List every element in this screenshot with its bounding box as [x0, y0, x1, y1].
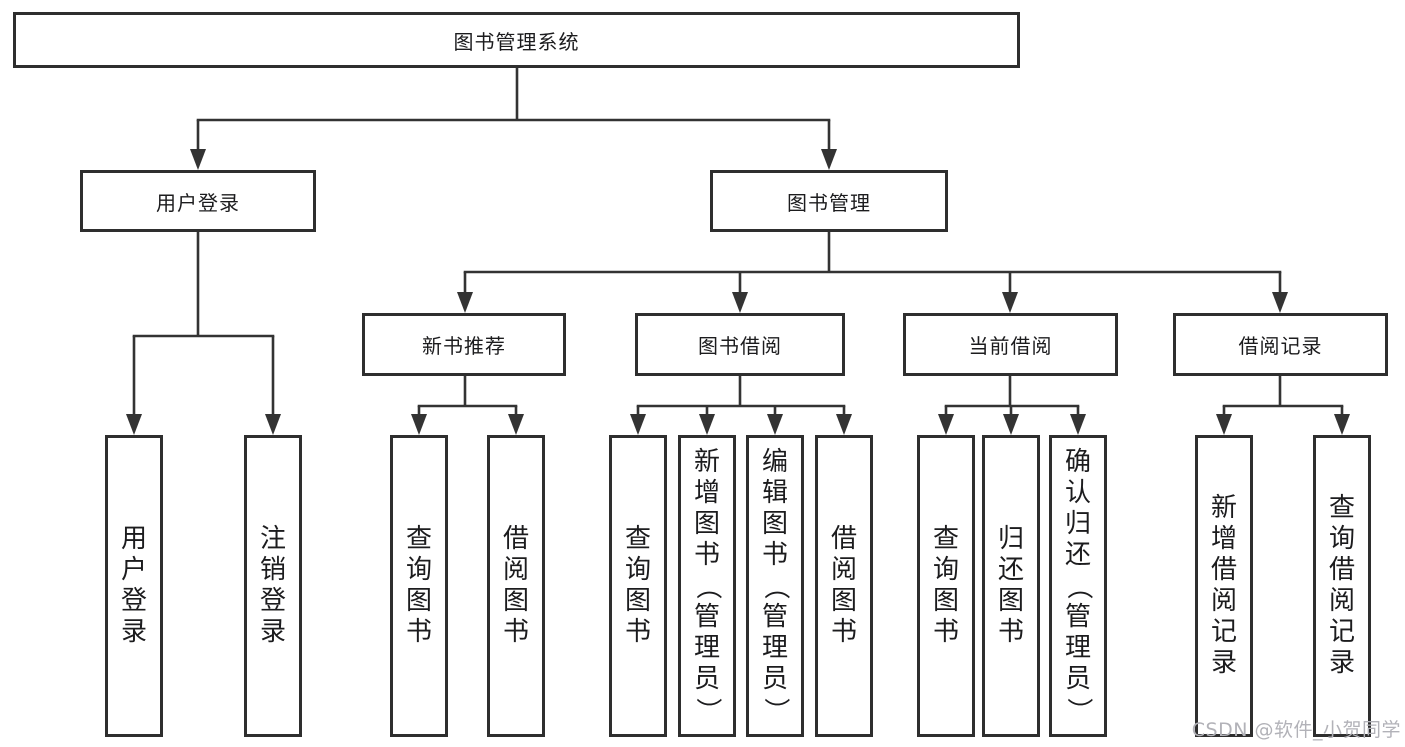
csdn-watermark: CSDN @软件_小贺同学: [1191, 719, 1401, 741]
node-user-login: 用户登录: [80, 170, 316, 232]
arrow-leaf-bb-add: [699, 414, 715, 435]
leaf-current-query-books: 查询图书: [917, 435, 975, 737]
arrow-leaf-bb-borrow: [836, 414, 852, 435]
leaf-borrow-query-books-label: 查询图书: [624, 524, 651, 647]
leaf-record-query-borrow-record: 查询借阅记录: [1313, 435, 1371, 737]
leaf-newbook-borrow-books-label: 借阅图书: [502, 524, 529, 647]
leaf-borrow-query-books: 查询图书: [609, 435, 667, 737]
leaf-current-confirm-return-admin-label: 确认归还（管理员）: [1063, 446, 1094, 724]
arrow-leaf-cb-query: [938, 414, 954, 435]
arrow-leaf-bb-edit: [767, 414, 783, 435]
leaf-user-login-label: 用户登录: [120, 524, 147, 647]
arrow-book-mgmt: [821, 149, 837, 170]
leaf-borrow-borrow-books-label: 借阅图书: [830, 524, 857, 647]
node-borrow-record: 借阅记录: [1173, 313, 1388, 376]
arrow-user-login: [190, 149, 206, 170]
leaf-user-login: 用户登录: [105, 435, 163, 737]
leaf-current-confirm-return-admin: 确认归还（管理员）: [1049, 435, 1107, 737]
arrow-leaf-nb-query: [411, 414, 427, 435]
leaf-current-return-books: 归还图书: [982, 435, 1040, 737]
node-book-management: 图书管理: [710, 170, 948, 232]
leaf-borrow-edit-books-admin: 编辑图书（管理员）: [746, 435, 804, 737]
node-library-system: 图书管理系统: [13, 12, 1020, 68]
leaf-logout-label: 注销登录: [259, 524, 286, 647]
arrow-book-borrow: [732, 292, 748, 313]
arrow-leaf-nb-borrow: [508, 414, 524, 435]
arrow-leaf-user-login: [126, 414, 142, 435]
arrow-leaf-br-query: [1334, 414, 1350, 435]
leaf-borrow-add-books-admin-label: 新增图书（管理员）: [692, 446, 723, 724]
leaf-newbook-borrow-books: 借阅图书: [487, 435, 545, 737]
leaf-record-add-borrow-record-label: 新增借阅记录: [1210, 493, 1237, 678]
leaf-current-return-books-label: 归还图书: [997, 524, 1024, 647]
node-new-book-recommend: 新书推荐: [362, 313, 566, 376]
leaf-borrow-edit-books-admin-label: 编辑图书（管理员）: [760, 446, 791, 724]
arrow-new-book: [457, 292, 473, 313]
node-book-borrow: 图书借阅: [635, 313, 845, 376]
node-current-borrow: 当前借阅: [903, 313, 1118, 376]
arrow-leaf-cb-confirm: [1070, 414, 1086, 435]
arrow-current: [1002, 292, 1018, 313]
arrowheads: [126, 149, 1350, 435]
arrow-leaf-br-add: [1216, 414, 1232, 435]
leaf-current-query-books-label: 查询图书: [932, 524, 959, 647]
arrow-leaf-cb-return: [1003, 414, 1019, 435]
leaf-record-add-borrow-record: 新增借阅记录: [1195, 435, 1253, 737]
leaf-newbook-query-books-label: 查询图书: [405, 524, 432, 647]
leaf-newbook-query-books: 查询图书: [390, 435, 448, 737]
arrow-leaf-logout: [265, 414, 281, 435]
leaf-borrow-borrow-books: 借阅图书: [815, 435, 873, 737]
arrow-record: [1272, 292, 1288, 313]
arrow-leaf-bb-query: [630, 414, 646, 435]
leaf-borrow-add-books-admin: 新增图书（管理员）: [678, 435, 736, 737]
leaf-logout: 注销登录: [244, 435, 302, 737]
leaf-record-query-borrow-record-label: 查询借阅记录: [1328, 493, 1355, 678]
